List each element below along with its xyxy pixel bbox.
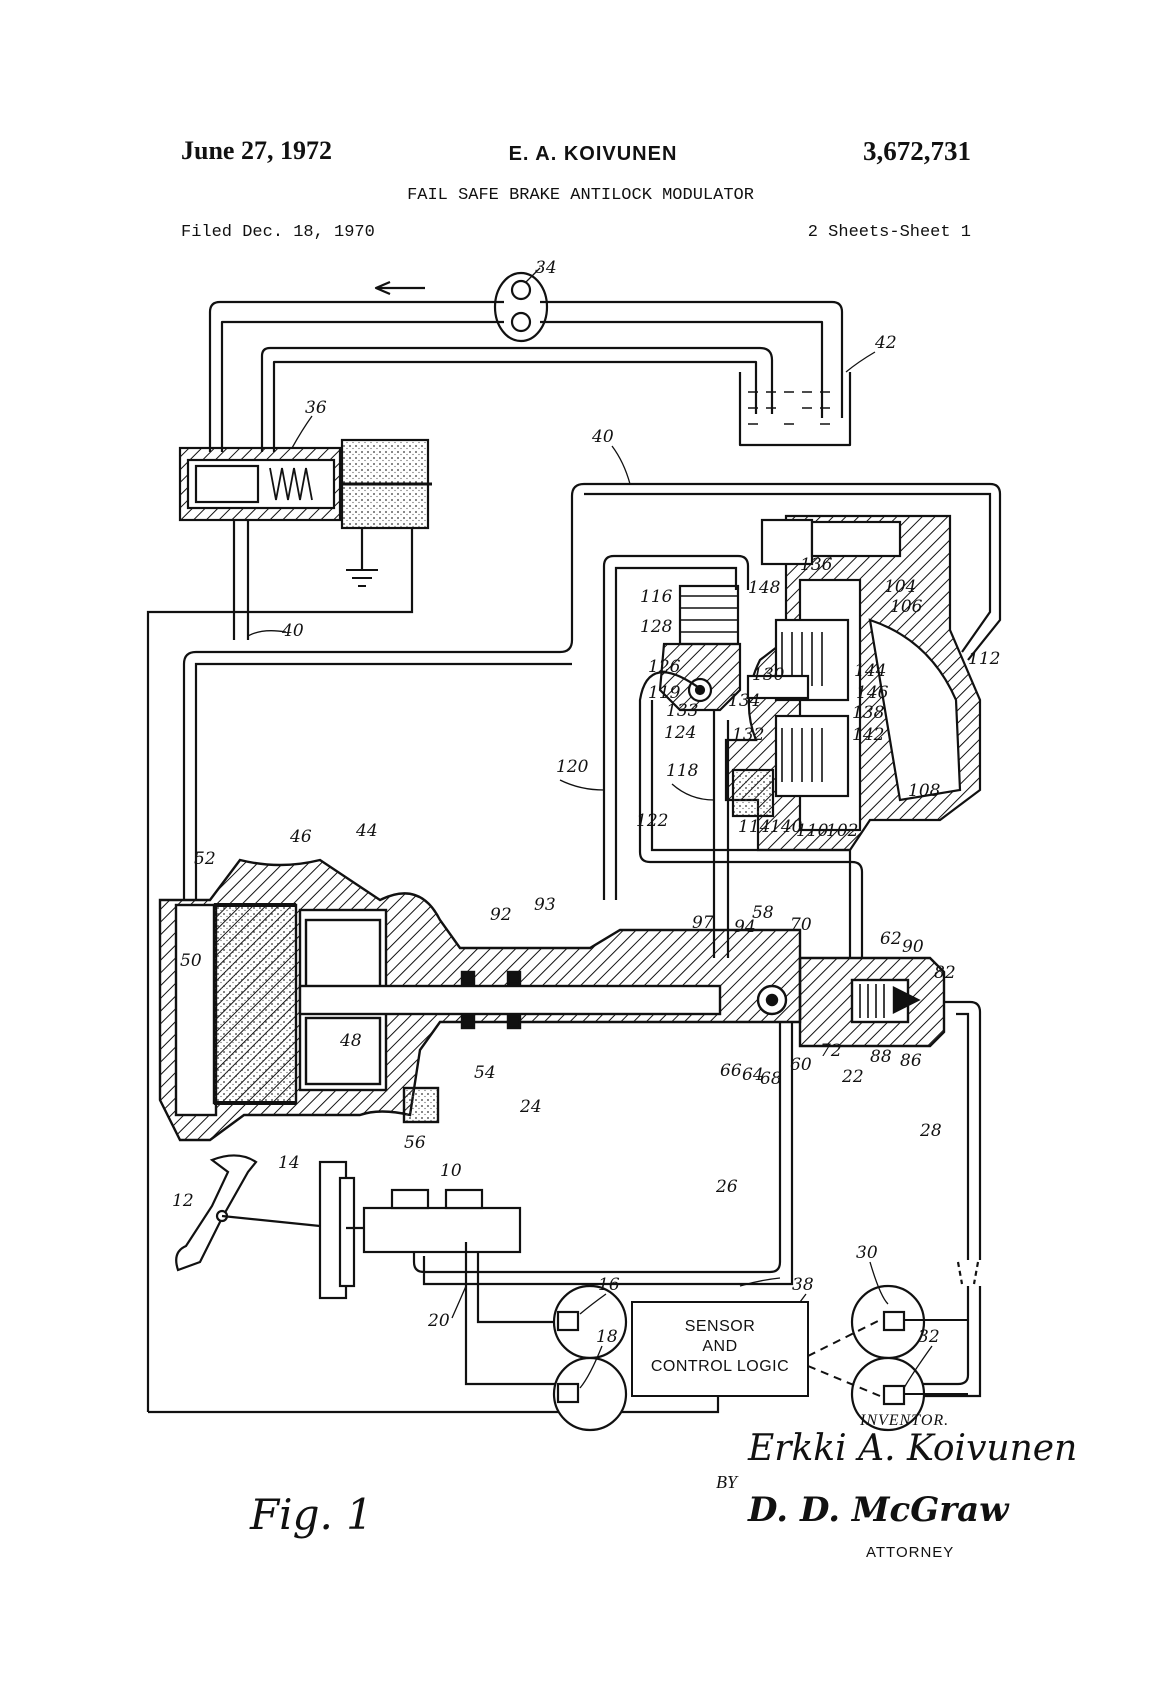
reservoir-line-outer	[262, 348, 772, 452]
seal-114	[733, 770, 773, 816]
ref-16: 16	[598, 1275, 620, 1295]
ref-54: 54	[474, 1063, 496, 1083]
ref-108: 108	[908, 781, 941, 801]
figure-label: Fig. 1	[250, 1490, 373, 1539]
ref-70: 70	[790, 915, 812, 935]
control-box-line3: CONTROL LOGIC	[651, 1358, 789, 1375]
ref-93: 93	[534, 895, 556, 915]
ref-40-lower: 40	[281, 621, 304, 641]
ref-134: 134	[728, 691, 760, 711]
master-cylinder-10	[364, 1208, 520, 1252]
ref-42: 42	[874, 333, 897, 353]
ref-36: 36	[305, 398, 327, 418]
line-28	[944, 1002, 980, 1260]
ref-122: 122	[636, 811, 668, 831]
ref-24: 24	[519, 1097, 542, 1117]
ref-38: 38	[792, 1275, 814, 1295]
cap-116	[680, 586, 738, 644]
ref-126: 126	[648, 657, 681, 677]
ref-30: 30	[856, 1243, 878, 1263]
ref-97: 97	[692, 913, 714, 933]
ref-28: 28	[919, 1121, 942, 1141]
ref-120: 120	[556, 757, 589, 777]
ref-66: 66	[720, 1061, 742, 1081]
ref-58: 58	[752, 903, 774, 923]
ref-102: 102	[826, 821, 858, 841]
ref-124: 124	[664, 723, 696, 743]
ref-86: 86	[900, 1051, 922, 1071]
ref-48: 48	[339, 1031, 362, 1051]
pump-line-outer	[210, 302, 842, 452]
ref-92: 92	[490, 905, 512, 925]
ref-110: 110	[796, 821, 829, 841]
ref-118: 118	[666, 761, 699, 781]
ref-138: 138	[852, 703, 885, 723]
ref-82: 82	[934, 963, 956, 983]
ref-14: 14	[278, 1153, 300, 1173]
ref-142: 142	[852, 725, 884, 745]
ref-20: 20	[427, 1311, 450, 1331]
ref-106: 106	[890, 597, 923, 617]
attorney-label: ATTORNEY	[866, 1544, 954, 1561]
ref-112: 112	[968, 649, 1000, 669]
ref-26: 26	[715, 1177, 738, 1197]
ref-119: 119	[648, 683, 681, 703]
ref-52: 52	[194, 849, 216, 869]
ref-46: 46	[289, 827, 312, 847]
ref-114: 114	[738, 817, 770, 837]
flow-arrow	[376, 282, 425, 294]
push-rod-92	[300, 986, 720, 1014]
ref-32: 32	[918, 1327, 940, 1347]
ref-132: 132	[732, 725, 764, 745]
ref-50: 50	[180, 951, 202, 971]
ref-22: 22	[841, 1067, 864, 1087]
ref-90: 90	[902, 937, 924, 957]
ref-144: 144	[854, 661, 886, 681]
ref-10: 10	[440, 1161, 462, 1181]
ref-104: 104	[884, 577, 916, 597]
ref-12: 12	[172, 1191, 194, 1211]
ref-72: 72	[820, 1041, 842, 1061]
ref-136: 136	[800, 555, 833, 575]
ref-40-upper: 40	[591, 427, 614, 447]
attorney-signature: D. D. McGraw	[748, 1490, 1008, 1530]
ref-88: 88	[870, 1047, 892, 1067]
control-box-line1: SENSOR	[685, 1318, 756, 1335]
ref-56: 56	[404, 1133, 426, 1153]
by-label: BY	[716, 1472, 737, 1493]
line-28-dashed	[958, 1262, 978, 1284]
ref-133: 133	[666, 701, 698, 721]
ref-128: 128	[640, 617, 673, 637]
brake-pedal-12	[176, 1155, 256, 1270]
reservoir-line-inner	[274, 362, 756, 452]
ref-116: 116	[640, 587, 673, 607]
ref-130: 130	[752, 665, 785, 685]
line-20	[466, 1242, 562, 1384]
ref-44: 44	[355, 821, 378, 841]
control-box-line2: AND	[702, 1338, 737, 1355]
ref-18: 18	[596, 1327, 618, 1347]
ref-62: 62	[880, 929, 902, 949]
ref-34: 34	[535, 258, 557, 278]
ref-146: 146	[856, 683, 889, 703]
ref-148: 148	[748, 578, 781, 598]
ref-68: 68	[760, 1069, 782, 1089]
diaphragm-50	[214, 905, 296, 1103]
ref-60: 60	[790, 1055, 812, 1075]
inventor-signature: Erkki A. Koivunen	[748, 1428, 1077, 1469]
seal-56	[404, 1088, 438, 1122]
